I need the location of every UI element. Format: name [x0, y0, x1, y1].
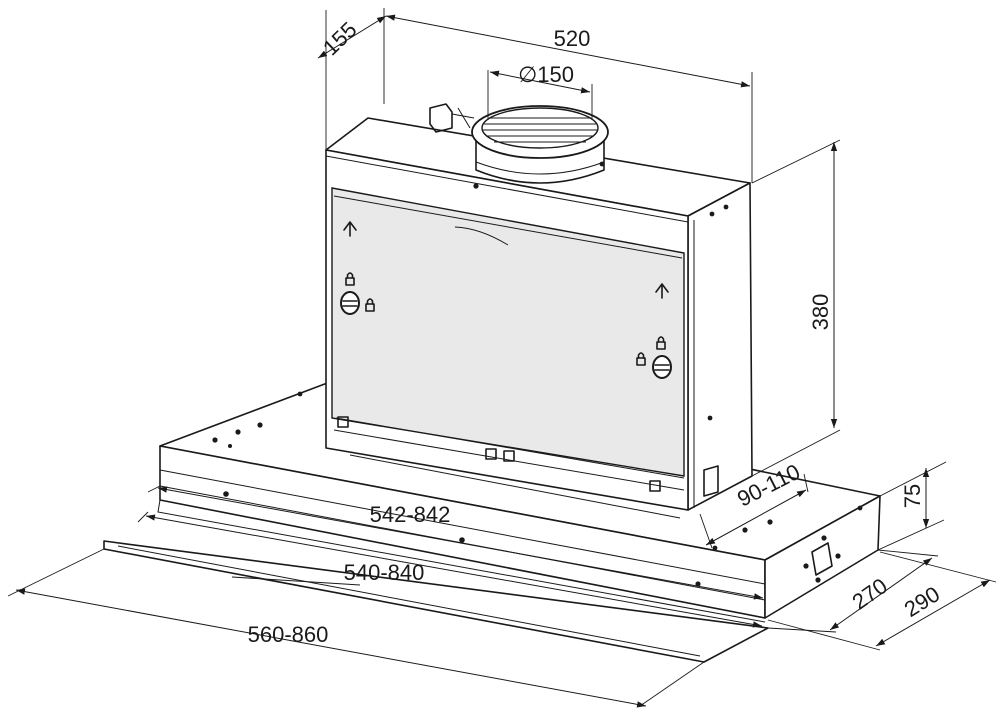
dimension-520: 520 [385, 14, 753, 183]
dimension-label: 290 [900, 581, 944, 622]
dimension-label: 520 [554, 26, 591, 51]
lock-icon [365, 298, 375, 312]
dimension-label: 540-840 [344, 560, 425, 585]
dimension-label: 270 [847, 573, 891, 615]
dimension-75: 75 [877, 461, 947, 551]
dimension-label: 542-842 [370, 502, 451, 527]
dimension-label: 75 [900, 484, 925, 508]
lock-icon [656, 336, 666, 350]
screw-knob-icon [340, 291, 360, 315]
up-arrow-icon [343, 221, 357, 237]
exhaust-fan-icon [429, 103, 609, 189]
dimension-label: 380 [808, 294, 833, 331]
screw-knob-icon [652, 355, 672, 379]
dimension-diameter-150: ∅150 [487, 62, 593, 120]
dimension-560-860: 560-860 [7, 548, 705, 708]
motor-cabinet [325, 117, 753, 511]
lock-icon [345, 272, 355, 286]
up-arrow-icon [655, 283, 669, 299]
dimension-380: 380 [751, 139, 841, 477]
dimension-label: ∅150 [518, 62, 574, 87]
dimension-label: 560-860 [248, 622, 329, 647]
lock-icon [636, 352, 646, 366]
dimension-540-840: 540-840 [137, 511, 763, 628]
